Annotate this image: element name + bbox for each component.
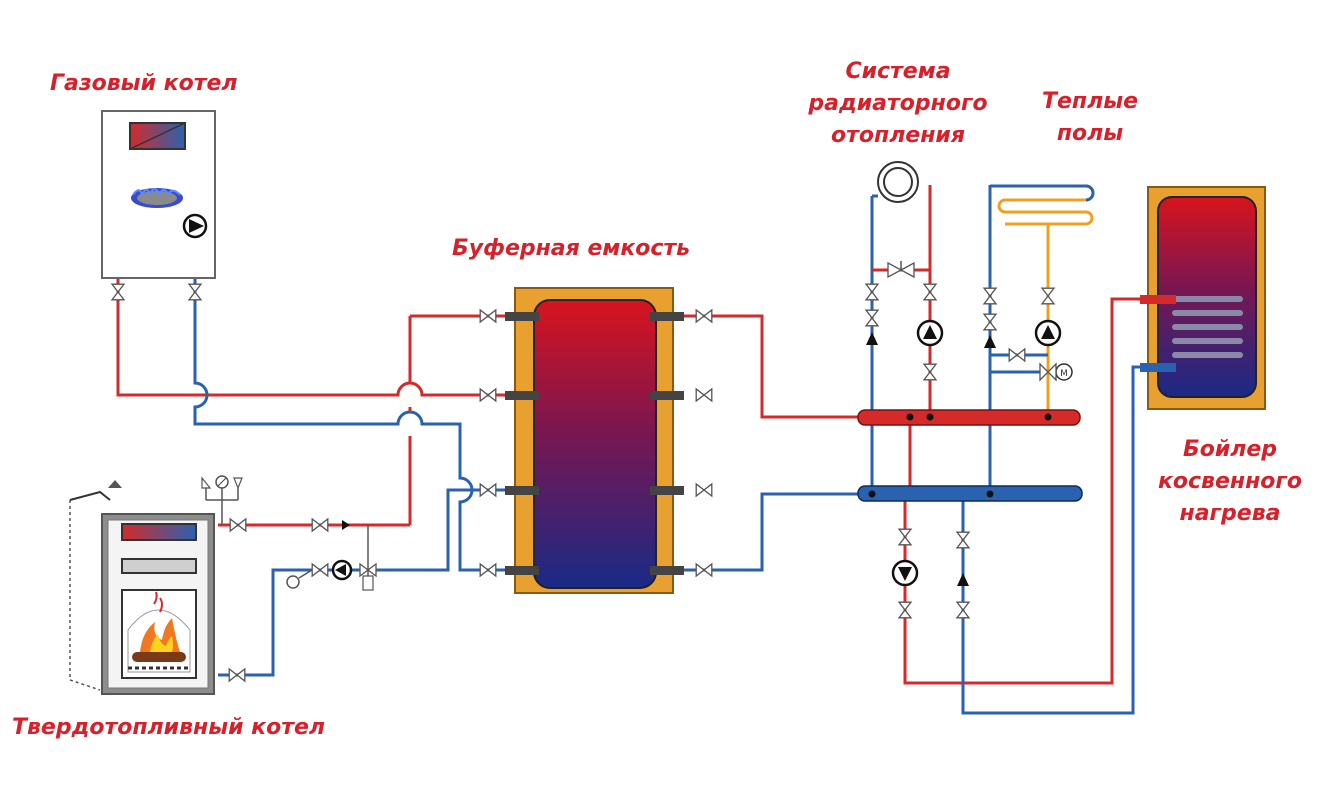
pump-icon [916,319,944,347]
gas-boiler [101,110,216,279]
valve-icon [982,287,998,305]
valves [110,283,1056,683]
safety-group [201,475,243,525]
valve-icon [955,601,971,619]
valve-icon [311,517,329,533]
valve-icon [955,531,971,549]
gas-boiler-label: Газовый котел [50,71,238,96]
valve-icon [922,363,938,381]
check-valve-icon [342,520,350,530]
valve-icon [864,283,880,301]
valve-icon [311,562,329,578]
svg-text:M: M [1060,369,1068,379]
buffer-tank [505,287,684,594]
supply-collector [857,409,1081,426]
valve-icon [228,667,246,683]
valve-icon [479,387,497,403]
mixing-valve-icon [1039,362,1057,382]
radiator-system-label: Система радиаторного отопления [808,59,988,148]
valve-icon [864,309,880,327]
check-valve-icon [866,332,996,586]
pump-icon [1034,319,1062,347]
pump-icon [891,559,919,587]
valve-icon [229,517,247,533]
balancing-valve-icon [887,261,915,279]
indirect-boiler [1140,186,1266,410]
valve-icon [695,482,713,498]
return-collector [857,485,1083,502]
valve-icon [897,528,913,546]
valve-icon [1040,287,1056,305]
valve-icon [922,283,938,301]
solid-fuel-boiler [69,480,215,695]
thermometer-icon [286,569,313,589]
solid-fuel-boiler-label: Твердотопливный котел [12,715,325,740]
pump-icon [331,559,353,581]
valve-icon [1008,347,1026,363]
flame-icon [140,591,180,652]
burner-icon [131,188,183,208]
valve-icon [695,562,713,578]
floor-heating-coil-icon [997,184,1095,226]
radiator-icon [877,161,919,203]
valve-icon [897,601,913,619]
valve-icon [187,283,203,301]
mixing-valve-icon [359,525,377,591]
valve-icon [479,562,497,578]
indirect-boiler-label: Бойлер косвенного нагрева [1157,437,1303,526]
motor-icon: M [1055,363,1073,381]
valve-icon [695,308,713,324]
valve-icon [479,482,497,498]
buffer-tank-label: Буферная емкость [452,236,691,261]
valve-icon [982,313,998,331]
valve-icon [479,308,497,324]
pump-icon [182,213,208,239]
floor-heating-label: Теплые полы [1041,89,1139,146]
valve-icon [110,283,126,301]
valve-icon [695,387,713,403]
